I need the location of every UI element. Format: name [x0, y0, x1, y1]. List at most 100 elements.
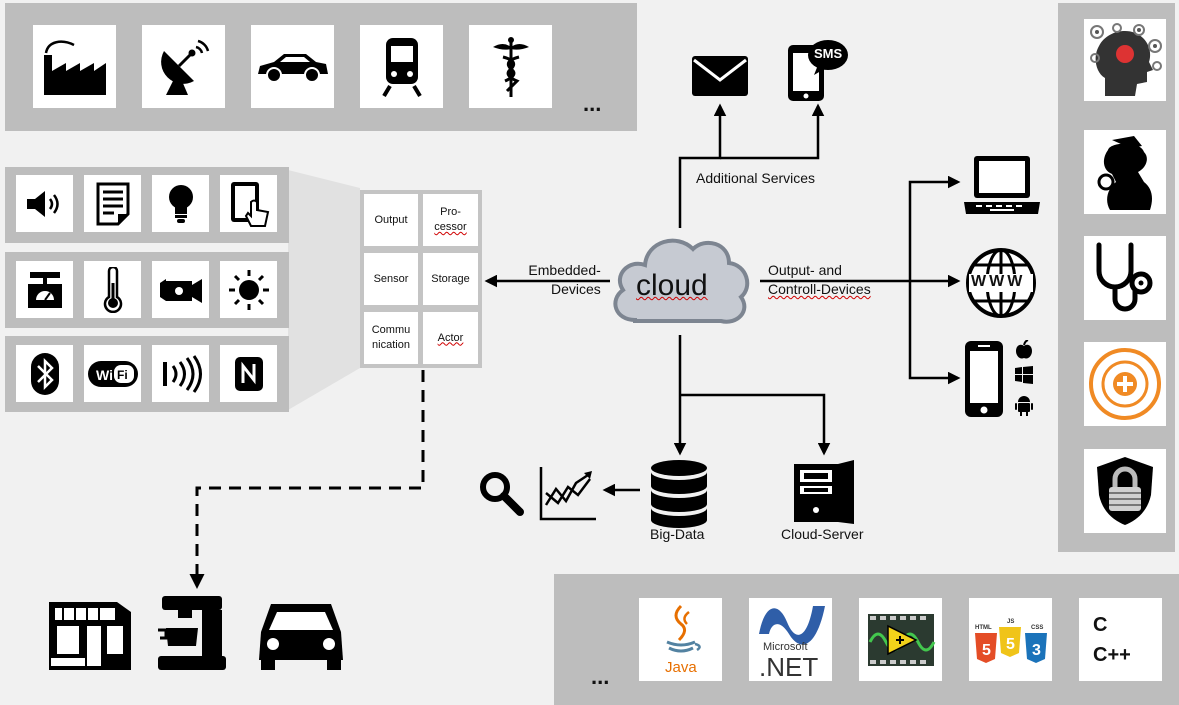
js-text: JS — [1007, 619, 1014, 625]
video-camera-tile — [152, 261, 209, 318]
nfc-icon — [234, 356, 263, 391]
database-icon — [651, 460, 707, 528]
microsoft-text: Microsoft — [763, 641, 808, 653]
speaker-tile — [16, 175, 73, 232]
satellite-dish-icon — [160, 39, 209, 95]
labview-tile — [859, 598, 942, 681]
nfc-waves-tile — [152, 345, 209, 402]
sun-icon — [228, 269, 269, 310]
actor-cell: Actor — [423, 312, 478, 364]
dotnet-tile: Microsoft .NET — [749, 598, 832, 681]
laptop-icon — [964, 156, 1040, 214]
c-label: C — [1093, 614, 1108, 636]
connector-wedge — [288, 170, 360, 410]
apple-icon — [1016, 340, 1032, 359]
technologies-panel: ... Java Microsoft .NET HTML JS — [554, 574, 1179, 705]
stethoscope-tile — [1084, 236, 1166, 320]
css-text: CSS — [1031, 625, 1043, 631]
touch-tablet-icon — [230, 181, 269, 227]
sms-phone-tile — [784, 36, 850, 104]
storage-cell: Storage — [423, 253, 478, 305]
scale-icon — [27, 271, 62, 308]
arrow-to-server — [680, 393, 831, 456]
shop-icon — [49, 602, 131, 670]
additional-services-label: Additional Services — [696, 170, 816, 186]
cpp-label: C++ — [1093, 644, 1131, 666]
train-icon — [381, 37, 422, 97]
sensor-icons-row — [5, 252, 289, 328]
caduceus-icon — [492, 36, 529, 97]
html-text: HTML — [975, 625, 992, 631]
application-areas-panel: ... — [5, 3, 637, 131]
www-label: WWW — [971, 273, 1026, 290]
output-cell: Output — [364, 194, 418, 246]
server-icon — [794, 460, 854, 524]
trend-chart-icon — [539, 467, 596, 521]
touch-tablet-tile — [220, 175, 277, 232]
cloud-server-label: Cloud-Server — [781, 526, 864, 542]
detective-icon — [1097, 136, 1152, 210]
arrow-to-phone — [908, 281, 961, 385]
video-camera-icon — [159, 278, 202, 303]
padlock-shield-tile — [1084, 449, 1166, 533]
java-text: Java — [665, 659, 697, 676]
speaker-icon — [26, 190, 59, 217]
magnifier-icon — [480, 472, 524, 516]
coffee-machine-shape — [158, 596, 226, 670]
bluetooth-tile — [16, 345, 73, 402]
sensor-cell: Sensor — [364, 253, 418, 305]
svg-text:5: 5 — [982, 642, 991, 659]
padlock-shield-icon — [1097, 457, 1153, 525]
svg-text:5: 5 — [1006, 636, 1015, 653]
c-cpp-tile: C C++ — [1079, 598, 1162, 681]
android-icon — [1015, 396, 1033, 416]
more-technologies-ellipsis: ... — [591, 664, 610, 689]
satellite-tile — [142, 25, 225, 108]
wifi-tile: Wi Fi — [84, 345, 141, 402]
svg-text:3: 3 — [1032, 642, 1041, 659]
dashed-arrow-to-products — [189, 370, 425, 589]
thermometer-tile — [84, 261, 141, 318]
nfc-waves-icon — [162, 354, 202, 393]
sun-tile — [220, 261, 277, 318]
java-tile: Java — [639, 598, 722, 681]
big-data-label: Big-Data — [650, 526, 705, 542]
arrow-to-mail — [678, 103, 727, 228]
nfc-tile — [220, 345, 277, 402]
medical-tile — [469, 25, 552, 108]
labview-icon — [867, 613, 935, 666]
quality-panel — [1058, 3, 1175, 552]
smartphone-tile — [962, 338, 1006, 420]
approval-seal-tile — [1084, 342, 1166, 426]
scale-tile — [16, 261, 73, 318]
net-text: .NET — [759, 652, 818, 680]
globe-icon — [966, 248, 1036, 318]
train-tile — [360, 25, 443, 108]
dotnet-icon: Microsoft .NET — [758, 605, 825, 680]
output-icons-row — [5, 167, 289, 243]
detective-tile — [1084, 130, 1166, 214]
globe-tile — [963, 245, 1039, 321]
java-icon: Java — [665, 604, 701, 676]
head-gears-icon — [1090, 23, 1162, 96]
communication-icons-row: Wi Fi — [5, 336, 289, 412]
sms-badge: SMS — [814, 46, 843, 61]
mail-tile — [688, 48, 752, 104]
document-tile — [84, 175, 141, 232]
laptop-tile — [962, 150, 1042, 222]
svg-text:Fi: Fi — [117, 368, 128, 382]
output-controll-devices-label: Output- and Controll-Devices — [768, 262, 871, 297]
processor-cell: Pro-cessor — [423, 194, 478, 246]
mail-icon — [692, 56, 748, 96]
bluetooth-icon — [30, 352, 59, 395]
light-bulb-icon — [168, 184, 193, 223]
wifi-icon: Wi Fi — [87, 360, 138, 387]
html-js-css-tile: HTML JS CSS 5 5 3 — [969, 598, 1052, 681]
windows-icon — [1015, 366, 1033, 384]
stethoscope-icon — [1096, 242, 1153, 312]
car-front-icon — [259, 604, 343, 670]
factory-tile — [33, 25, 116, 108]
